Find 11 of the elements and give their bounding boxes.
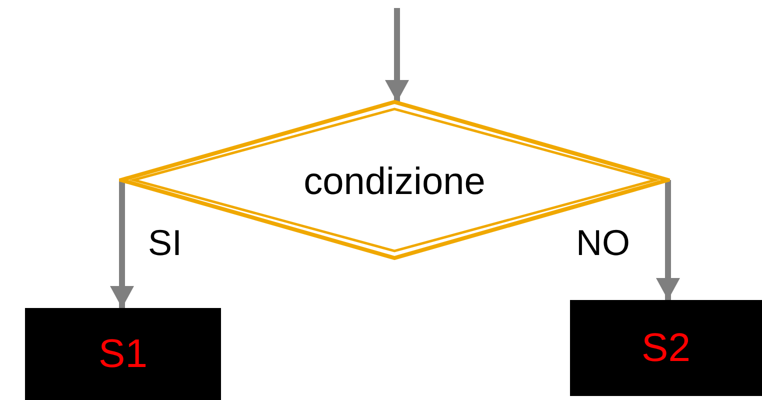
statement-label: S2	[640, 326, 692, 370]
edge-label: NO	[576, 222, 630, 264]
process-box	[25, 308, 221, 400]
statement-label: S1	[98, 332, 148, 376]
edge-label: SI	[148, 222, 182, 264]
condition-text: condizione	[302, 162, 486, 204]
process-box	[570, 300, 762, 396]
arrow	[110, 180, 134, 308]
arrow	[656, 180, 680, 300]
arrow	[385, 8, 409, 102]
decision-diamond	[119, 100, 670, 260]
